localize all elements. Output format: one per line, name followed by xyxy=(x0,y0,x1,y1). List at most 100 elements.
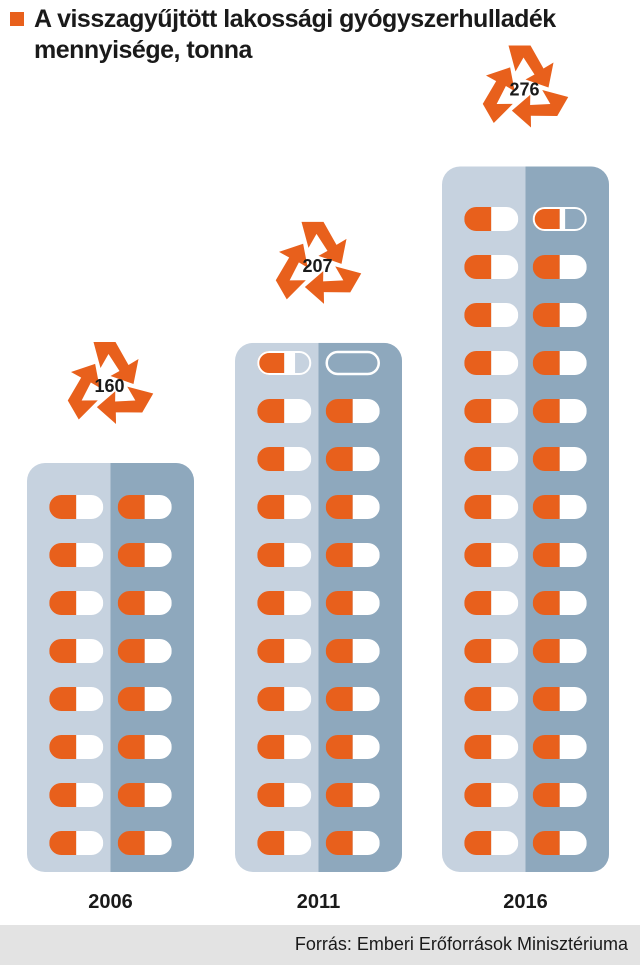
pill-white-half xyxy=(491,351,519,375)
pill-white-half xyxy=(284,831,312,855)
pill xyxy=(464,303,519,327)
recycle-arrow xyxy=(301,221,347,264)
pill-orange-half xyxy=(532,543,560,567)
pill-white-half xyxy=(76,495,104,519)
legend-square-icon xyxy=(10,12,24,26)
blister-right-half xyxy=(110,463,194,872)
pill xyxy=(257,687,312,711)
pill-orange-half xyxy=(464,591,492,615)
pill-orange-half xyxy=(257,399,285,423)
pill-orange-half xyxy=(532,831,560,855)
pill-orange-half xyxy=(325,543,353,567)
pill-orange-half xyxy=(117,783,145,807)
pill-orange-half xyxy=(532,783,560,807)
pill-white-half xyxy=(284,591,312,615)
pill-orange-half xyxy=(117,831,145,855)
pill-white-half xyxy=(144,495,172,519)
pill xyxy=(464,495,519,519)
pill-white-half xyxy=(559,351,587,375)
pill xyxy=(532,255,587,279)
pill-white-half xyxy=(559,447,587,471)
pill xyxy=(532,207,587,231)
pill xyxy=(464,831,519,855)
pill-orange-half xyxy=(49,543,77,567)
pill-white-half xyxy=(491,255,519,279)
category-label: 2006 xyxy=(88,891,133,913)
recycle-icon xyxy=(67,342,154,424)
pill-orange-half xyxy=(49,783,77,807)
recycle-arrow xyxy=(511,90,569,128)
pill-white-half xyxy=(559,639,587,663)
footer: Forrás: Emberi Erőforrások Minisztériuma xyxy=(0,925,640,965)
pill xyxy=(257,447,312,471)
pill-white-half xyxy=(284,495,312,519)
pill-white-half xyxy=(76,639,104,663)
pill xyxy=(325,447,380,471)
pill-orange-half xyxy=(464,207,492,231)
pill-white-half xyxy=(284,447,312,471)
pill xyxy=(532,495,587,519)
chart-title: A visszagyűjtött lakossági gyógyszerhull… xyxy=(10,4,630,66)
pill-orange-half xyxy=(325,687,353,711)
pill-white-half xyxy=(491,303,519,327)
pill-white-half xyxy=(559,303,587,327)
pill-outline xyxy=(257,351,312,375)
pill-white-half xyxy=(559,783,587,807)
recycle-arrow xyxy=(93,342,139,384)
pill xyxy=(257,351,312,375)
pill-white-half xyxy=(76,687,104,711)
pill-orange-half xyxy=(532,447,560,471)
pill-white-half xyxy=(144,543,172,567)
pill xyxy=(325,350,380,376)
pill-orange-half xyxy=(117,639,145,663)
recycle-arrow xyxy=(482,67,515,123)
pill xyxy=(532,783,587,807)
pill xyxy=(464,351,519,375)
pill-white-half xyxy=(284,543,312,567)
pill-orange-half xyxy=(117,543,145,567)
pill xyxy=(117,543,172,567)
pill xyxy=(257,495,312,519)
pill-white-half xyxy=(76,735,104,759)
pill-orange-half xyxy=(532,735,560,759)
pill-orange-half xyxy=(325,591,353,615)
pill-white-half xyxy=(352,591,380,615)
pill xyxy=(49,591,104,615)
pill-white-half xyxy=(284,783,312,807)
pill-white-half xyxy=(144,639,172,663)
pill xyxy=(464,543,519,567)
pill-white-half xyxy=(559,591,587,615)
pill-orange-half xyxy=(257,591,285,615)
pill-orange-half xyxy=(325,639,353,663)
pill-orange-half xyxy=(257,543,285,567)
pill-orange-half xyxy=(464,351,492,375)
source-text: Forrás: Emberi Erőforrások Minisztériuma xyxy=(294,934,628,954)
pill xyxy=(117,591,172,615)
pill-orange-half xyxy=(464,447,492,471)
pill-white-half xyxy=(559,687,587,711)
pill xyxy=(117,639,172,663)
pill xyxy=(49,687,104,711)
recycle-arrow xyxy=(304,266,362,304)
pill-orange-half xyxy=(464,255,492,279)
pill-white-half xyxy=(352,783,380,807)
pill-orange-half xyxy=(464,303,492,327)
pill xyxy=(49,639,104,663)
pill xyxy=(117,495,172,519)
value-label: 160 xyxy=(94,376,124,396)
pill-white-half xyxy=(352,735,380,759)
blister-pack xyxy=(442,166,609,873)
pill xyxy=(257,591,312,615)
pill-white-half xyxy=(491,831,519,855)
pill xyxy=(464,687,519,711)
pill-orange-half xyxy=(257,447,285,471)
pill xyxy=(257,639,312,663)
blister-pack xyxy=(27,463,194,872)
pill xyxy=(464,255,519,279)
blister-pack xyxy=(235,342,402,872)
pill xyxy=(325,639,380,663)
pill xyxy=(325,495,380,519)
pill xyxy=(532,447,587,471)
pill xyxy=(532,543,587,567)
